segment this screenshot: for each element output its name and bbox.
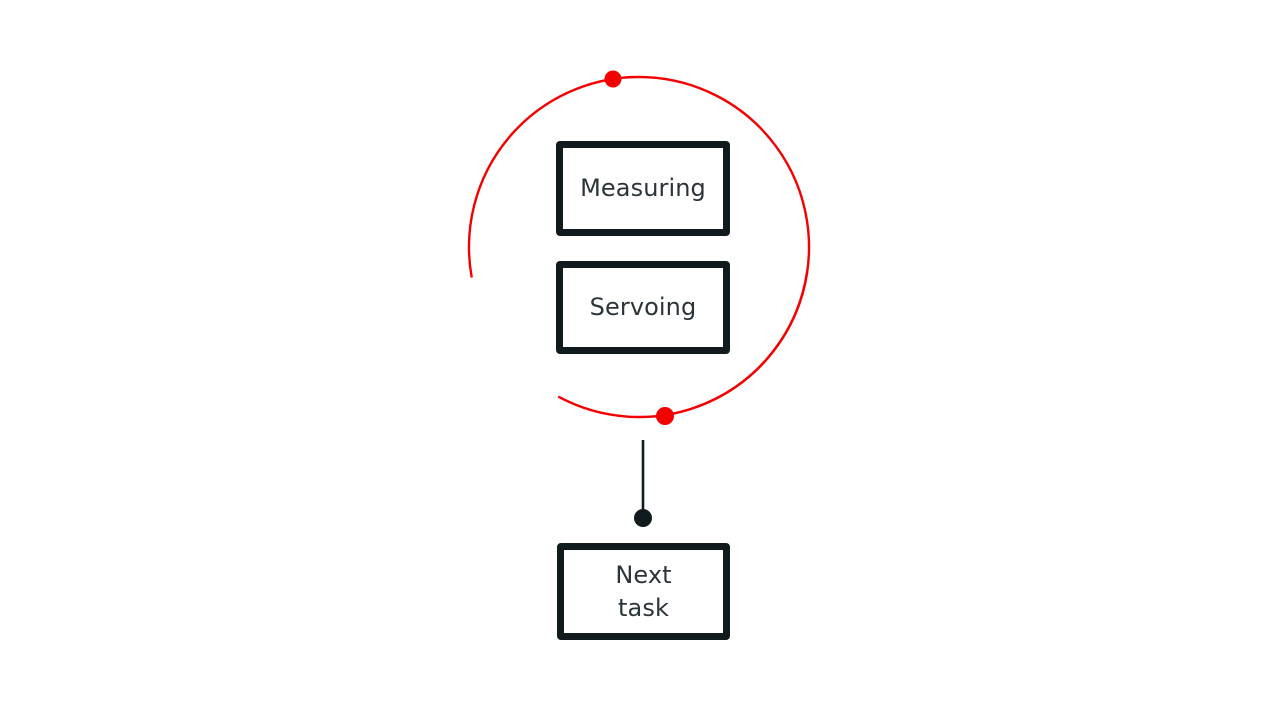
loop-arc-secondary: [695, 269, 809, 408]
connector-terminal-dot-icon: [634, 509, 652, 527]
node-next-task[interactable]: Next task: [557, 543, 730, 640]
node-next-task-label: Next task: [615, 560, 672, 622]
node-measuring[interactable]: Measuring: [556, 141, 730, 236]
node-servoing[interactable]: Servoing: [556, 261, 730, 354]
node-servoing-label: Servoing: [589, 293, 697, 321]
node-measuring-label: Measuring: [580, 174, 706, 202]
loop-end-dot-icon: [656, 407, 674, 425]
loop-arc-main: [467, 75, 811, 419]
loop-start-dot-icon: [604, 70, 622, 88]
